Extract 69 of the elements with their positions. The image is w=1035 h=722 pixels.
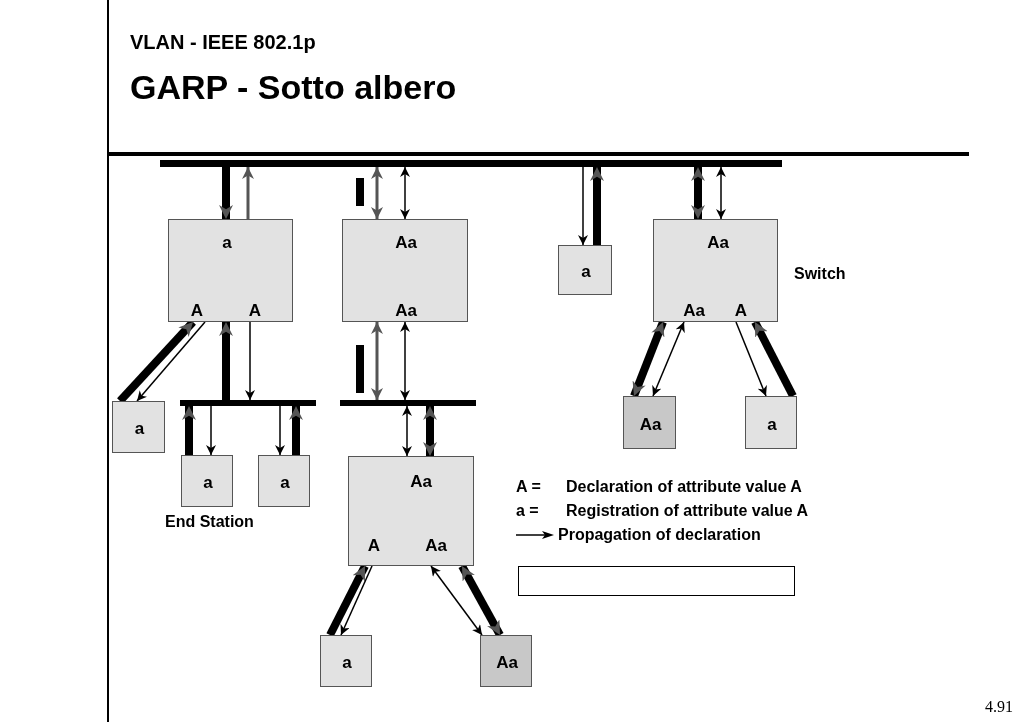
station-box (112, 401, 165, 453)
attribute-label: A (248, 301, 262, 319)
attribute-label: Aa (496, 653, 518, 671)
arrow (182, 406, 196, 455)
arrow (340, 565, 373, 636)
attribute-label: Aa (395, 301, 417, 319)
arrow (423, 406, 437, 456)
device-caption: Switch (794, 266, 846, 282)
arrow (326, 564, 369, 637)
arrow (716, 166, 726, 220)
arrow (242, 167, 254, 219)
legend-text: Propagation of declaration (558, 525, 761, 545)
attribute-label: a (767, 415, 777, 432)
arrow (275, 405, 285, 456)
label-text: End Station (165, 512, 254, 532)
arrow (289, 406, 303, 455)
station-box (258, 455, 310, 507)
arrow (136, 321, 206, 402)
attribute-label: Aa (639, 415, 662, 432)
attribute-label: Aa (410, 472, 432, 490)
attribute-label: Aa (425, 536, 447, 554)
arrow (400, 321, 410, 401)
station-box (745, 396, 797, 449)
arrow (735, 321, 767, 397)
arrow (219, 322, 233, 400)
station-box (181, 455, 233, 507)
station-box (623, 396, 676, 449)
arrow (578, 166, 588, 246)
page-number: 4.91 (985, 697, 1013, 717)
station-box (320, 635, 372, 687)
station-box (558, 245, 612, 295)
arrow (371, 322, 383, 400)
switch-box (342, 219, 468, 322)
arrow (400, 166, 410, 220)
arrow (691, 167, 705, 219)
lan-bus (180, 400, 316, 406)
attribute-label: a (222, 233, 232, 251)
arrow (751, 320, 797, 398)
attribute-label: a (342, 653, 352, 671)
label-text: a = (516, 501, 539, 521)
label-text: Declaration of attribute value A (566, 477, 802, 497)
title: GARP - Sotto albero (130, 67, 457, 108)
lan-bus (340, 400, 476, 406)
attribute-label: Aa (683, 301, 705, 319)
attribute-label: a (203, 473, 213, 491)
arrow (652, 321, 685, 397)
attribute-label: Aa (707, 233, 729, 251)
attribute-label: Aa (395, 233, 417, 251)
switch-box (348, 456, 474, 566)
station-box (480, 635, 532, 687)
label-text: A = (516, 477, 541, 497)
attribute-label: a (581, 262, 591, 280)
attribute-label: A (190, 301, 204, 319)
attribute-label: a (134, 419, 145, 437)
arrow (402, 405, 412, 457)
arrow (245, 321, 255, 401)
attribute-label: a (280, 473, 290, 491)
switch-box (168, 219, 293, 322)
arrow (458, 564, 504, 637)
attribute-label: A (734, 301, 748, 319)
arrow (371, 167, 383, 219)
label-text: Registration of attribute value A (566, 501, 809, 521)
attribute-label: A (367, 536, 381, 554)
arrow (430, 565, 483, 636)
empty-box (518, 566, 795, 596)
lan-bus (160, 160, 782, 167)
arrow (206, 405, 216, 456)
subtitle: VLAN - IEEE 802.1p (130, 30, 316, 55)
arrow (630, 320, 667, 398)
